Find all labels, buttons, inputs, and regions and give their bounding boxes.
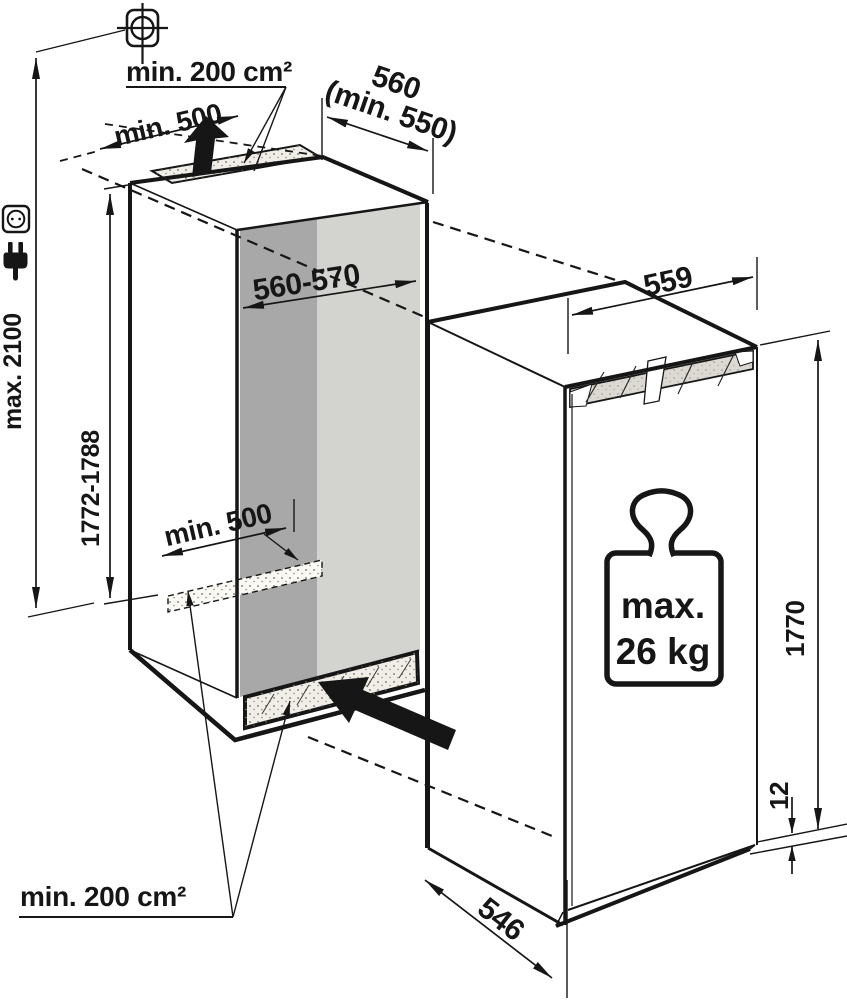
dim-niche-width-line	[242, 280, 417, 309]
appliance-width-label: 559	[641, 260, 696, 302]
dim-niche-depth-line	[326, 116, 429, 152]
bottom-vent-label: min. 200 cm²	[20, 881, 186, 912]
dim-top-clearance-line	[99, 115, 239, 150]
leader-bottom-vent-b	[232, 700, 291, 918]
power-socket-icon	[1, 204, 31, 234]
appliance-height-label: 1770	[780, 600, 810, 657]
niche-left-wall-face	[130, 183, 237, 698]
top-vent-label: min. 200 cm²	[126, 56, 292, 87]
niche-interior-light-wall	[317, 204, 420, 677]
door-weight-max-label: max.	[621, 585, 705, 626]
dim-appliance-depth-line	[424, 879, 553, 979]
appliance: max. 26 kg	[426, 279, 758, 928]
base-recess-label: 12	[764, 782, 794, 810]
power-plug-icon	[3, 242, 28, 281]
appliance-grille	[569, 349, 754, 409]
weight-limit-icon: max. 26 kg	[604, 488, 724, 687]
leader-bottom-vent-a	[186, 590, 234, 918]
leader-top-vent-a	[243, 86, 287, 164]
leader-top-vent-b	[253, 86, 287, 172]
niche-height-label: 1772-1788	[77, 430, 105, 547]
door-weight-value-label: 26 kg	[616, 631, 711, 672]
appliance-side-face	[428, 322, 565, 925]
dim-appliance-width-line	[571, 276, 754, 316]
max-height-label: max. 2100	[0, 313, 27, 430]
airflow-in-arrow-icon	[318, 677, 456, 750]
fixing-point-icon	[117, 3, 168, 64]
dim-floor-vent-line	[161, 527, 287, 557]
floor-vent-channel	[167, 559, 323, 613]
leader-floor-vent	[263, 533, 299, 561]
